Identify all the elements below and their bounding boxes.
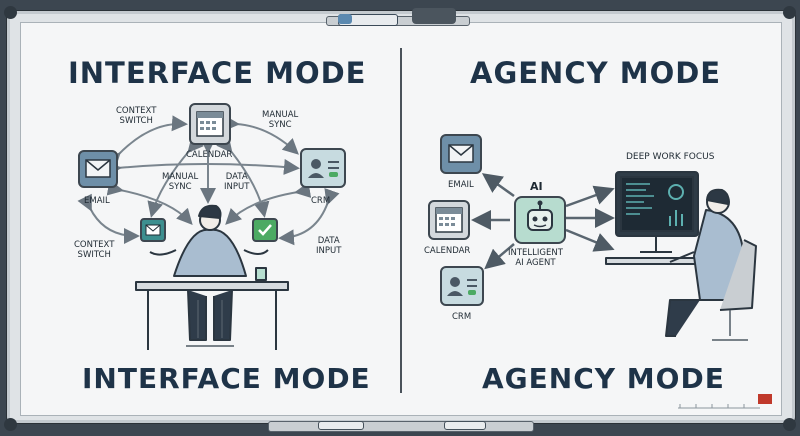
email-icon [78,150,118,188]
panel-divider [400,48,402,393]
email-icon [140,218,166,242]
left-title: INTERFACE MODE [68,56,367,90]
marker[interactable] [444,421,486,430]
crm-label: CRM [452,312,472,322]
right-title: AGENCY MODE [470,56,722,90]
context-switch-label: CONTEXT SWITCH [116,106,157,126]
agent-label: INTELLIGENT AI AGENT [508,248,563,268]
bottom-tray [268,421,534,432]
marker[interactable] [318,421,364,430]
email-icon [440,134,482,174]
email-label: EMAIL [448,180,474,190]
crm-label: CRM [311,196,331,206]
deep-work-label: DEEP WORK FOCUS [626,152,715,162]
context-switch-label: CONTEXT SWITCH [74,240,115,260]
crm-contact-icon [440,266,484,306]
robot-icon [514,196,566,244]
frame-corner [4,418,17,431]
left-footer: INTERFACE MODE [82,362,371,395]
marker-cap [338,14,352,24]
eraser[interactable] [412,8,456,24]
frame-corner [783,6,796,19]
calendar-label: CALENDAR [424,246,471,256]
check-icon [252,218,278,242]
data-input-label: DATA INPUT [316,236,342,256]
calendar-icon [428,200,470,240]
data-input-label: DATA INPUT [224,172,250,192]
top-tray [326,16,470,26]
manual-sync-label: MANUAL SYNC [162,172,199,192]
crm-contact-icon [300,148,346,188]
manual-sync-label: MANUAL SYNC [262,110,299,130]
frame-corner [783,418,796,431]
ai-label: AI [530,180,543,193]
email-label: EMAIL [84,196,110,206]
calendar-label: CALENDAR [186,150,233,160]
right-footer: AGENCY MODE [482,362,725,395]
calendar-icon [189,103,231,145]
frame-corner [4,6,17,19]
